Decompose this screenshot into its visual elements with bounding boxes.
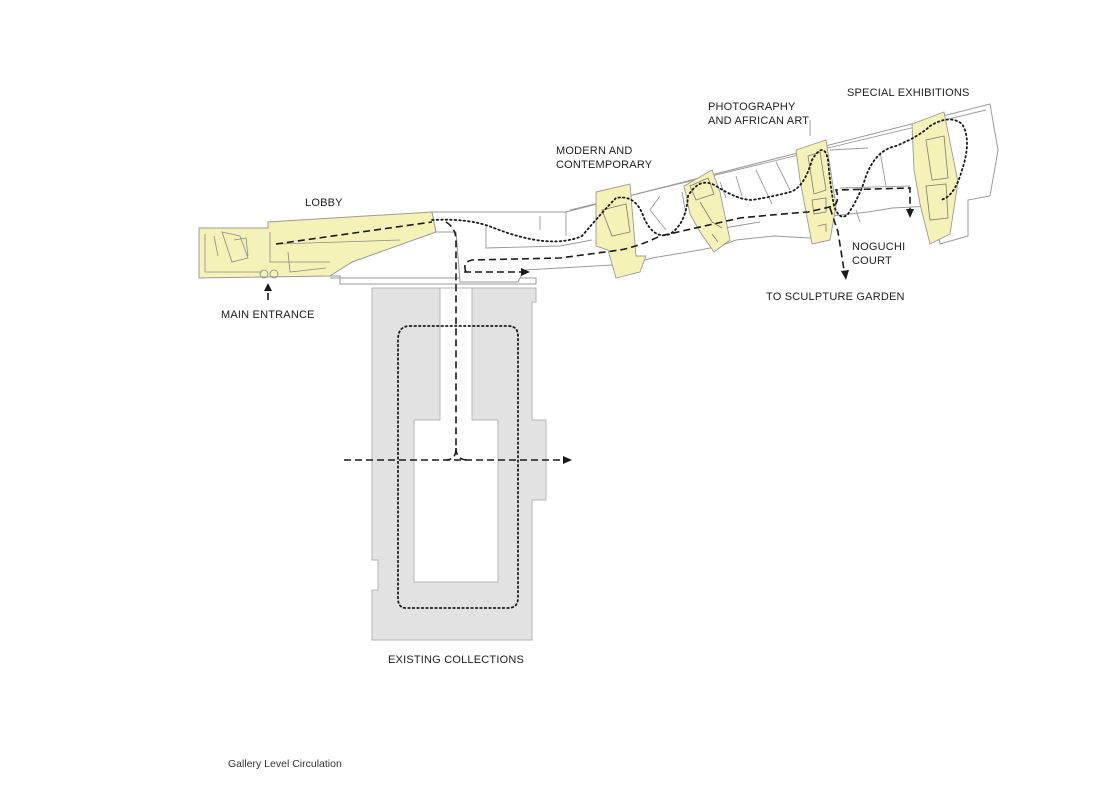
label-modern-contemporary: MODERN AND CONTEMPORARY <box>556 144 652 172</box>
label-modern-line2: CONTEMPORARY <box>556 159 653 171</box>
arrow-sculpture-garden <box>841 270 849 280</box>
label-noguchi-line2: COURT <box>852 255 892 267</box>
arrow-special-exhibitions <box>906 209 914 218</box>
arrow-main-entrance <box>264 283 272 291</box>
lobby-interior <box>204 231 401 279</box>
label-sculpture-garden: TO SCULPTURE GARDEN <box>766 291 905 303</box>
arrowheads <box>264 209 914 464</box>
label-main-entrance: MAIN ENTRANCE <box>221 309 315 321</box>
label-photo-line2: AND AFRICAN ART <box>708 115 810 127</box>
special-exhibitions-pod <box>911 111 959 245</box>
lobby-block <box>198 211 437 279</box>
arrow-east-existing <box>563 456 572 464</box>
label-noguchi-line1: NOGUCHI <box>852 241 906 253</box>
modern-contemporary-pod <box>595 183 647 279</box>
african-art-pod <box>795 139 837 245</box>
cross-route-branch <box>455 447 469 461</box>
lobby-route <box>275 221 433 245</box>
dashed-circulation <box>267 187 911 461</box>
label-lobby: LOBBY <box>305 197 343 209</box>
sculpture-route <box>829 207 845 271</box>
dotted-circulation <box>397 118 968 609</box>
arrow-return-lobby <box>521 268 530 276</box>
vertical-route <box>445 221 457 461</box>
label-photography-african-art: PHOTOGRAPHY AND AFRICAN ART <box>708 100 809 128</box>
label-existing-collections: EXISTING COLLECTIONS <box>388 654 525 666</box>
pod-details <box>601 135 949 243</box>
wing-meander <box>431 118 968 243</box>
label-special-exhibitions: SPECIAL EXHIBITIONS <box>847 87 970 99</box>
label-photo-line1: PHOTOGRAPHY <box>708 101 796 113</box>
existing-loop <box>397 325 519 609</box>
wing-route <box>464 187 911 273</box>
label-modern-line1: MODERN AND <box>556 145 633 157</box>
label-noguchi-court: NOGUCHI COURT <box>852 240 905 268</box>
gallery-pods <box>595 111 959 279</box>
existing-collections-building <box>371 287 547 641</box>
photography-pod <box>683 169 731 253</box>
figure-caption: Gallery Level Circulation <box>228 758 342 770</box>
